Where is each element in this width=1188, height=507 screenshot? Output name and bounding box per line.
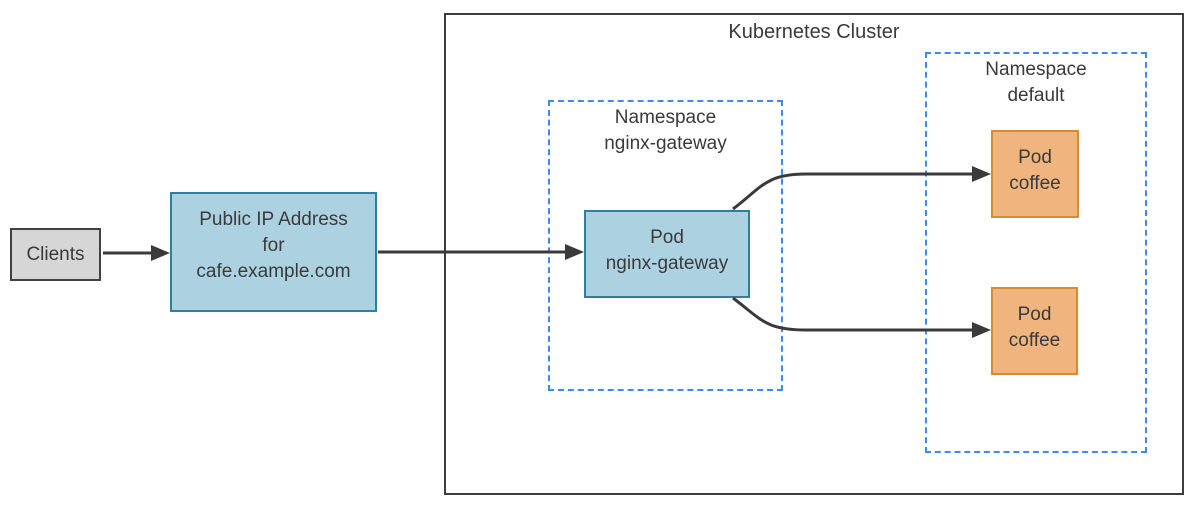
namespace-nginx-gateway-label-line2: nginx-gateway: [604, 133, 727, 154]
namespace-nginx-gateway-label-line1: Namespace: [614, 107, 717, 128]
pod-coffee-2-label-line1: Pod: [1017, 304, 1052, 325]
public-ip-label-line3: cafe.example.com: [196, 261, 351, 282]
pod-nginx-gateway-node: Pod nginx-gateway: [584, 210, 750, 298]
namespace-nginx-gateway-container: Namespace nginx-gateway: [548, 100, 783, 391]
clients-node: Clients: [10, 228, 101, 281]
pod-coffee-2-node: Pod coffee: [991, 287, 1078, 375]
pod-nginx-gateway-label-line1: Pod: [650, 227, 684, 248]
kubernetes-cluster-title: Kubernetes Cluster: [728, 21, 900, 43]
namespace-default-label-line1: Namespace: [985, 59, 1087, 80]
public-ip-label-line1: Public IP Address: [199, 209, 348, 230]
clients-label: Clients: [26, 243, 85, 265]
pod-nginx-gateway-label-line2: nginx-gateway: [605, 253, 729, 274]
pod-coffee-1-label-line2: coffee: [1009, 173, 1061, 194]
public-ip-label-line2: for: [262, 235, 285, 256]
namespace-default-container: Namespace default: [925, 52, 1147, 453]
pod-coffee-2-label-line2: coffee: [1008, 330, 1061, 351]
arrow-clients-to-public-ip: [103, 245, 170, 261]
namespace-default-label-line2: default: [1007, 85, 1065, 106]
pod-coffee-1-label-line1: Pod: [1018, 147, 1052, 168]
kubernetes-cluster-container: Kubernetes Cluster: [444, 13, 1184, 495]
public-ip-node: Public IP Address for cafe.example.com: [170, 192, 377, 312]
pod-coffee-1-node: Pod coffee: [991, 130, 1079, 218]
